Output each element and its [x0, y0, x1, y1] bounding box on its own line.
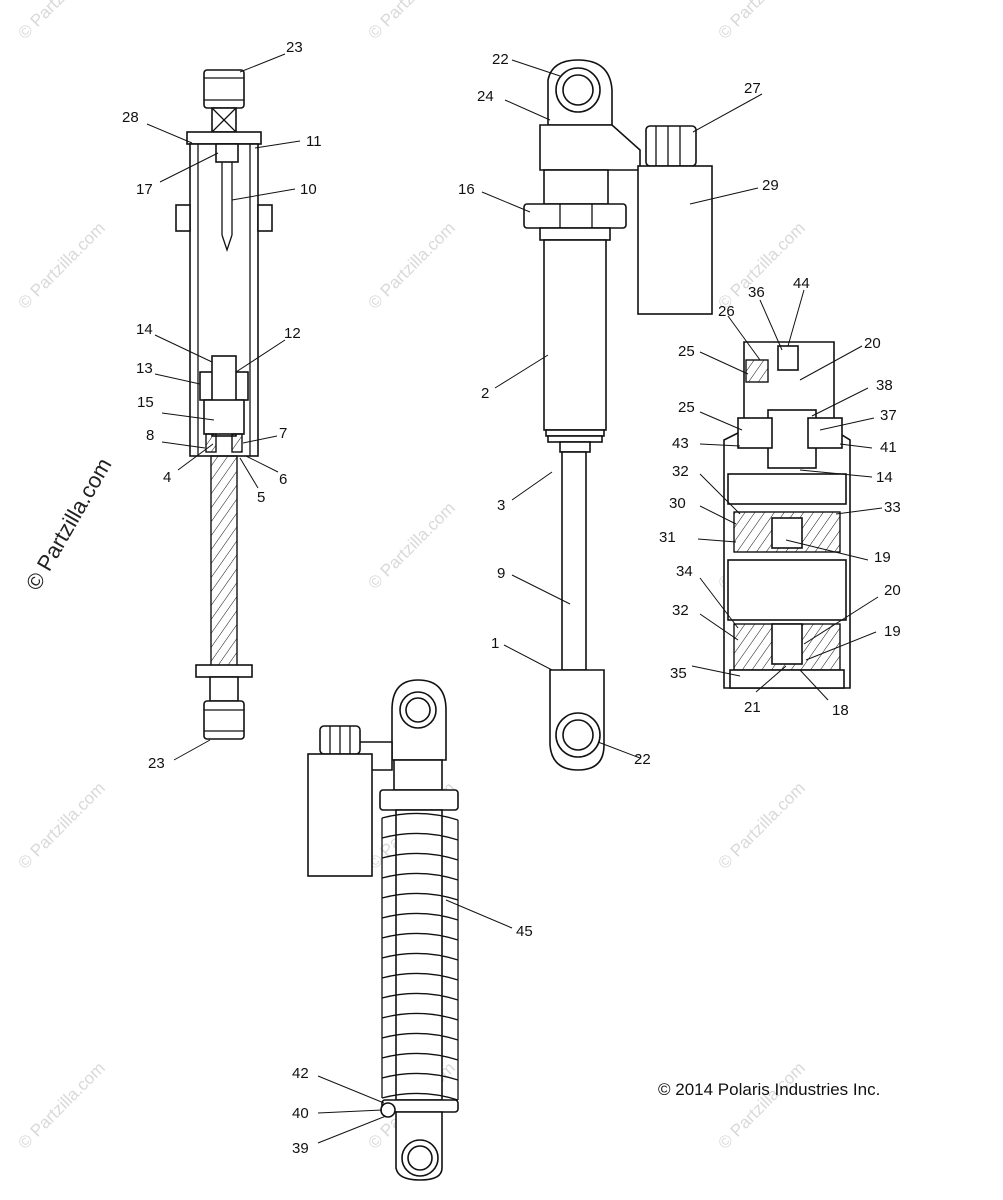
callout-label: 7 [279, 425, 287, 442]
callout-label: 33 [884, 499, 901, 516]
callout-label: 30 [669, 495, 686, 512]
callout-label: 6 [279, 471, 287, 488]
callout-label: 35 [670, 665, 687, 682]
watermark: © Partzilla.com [14, 218, 108, 312]
leader-lines [146, 53, 883, 1144]
callout-label: 22 [634, 751, 651, 768]
callout-label: 37 [880, 407, 897, 424]
callout-label: 36 [748, 284, 765, 301]
callout-label: 14 [876, 469, 893, 486]
callout-label: 5 [257, 489, 265, 506]
callout-label: 19 [874, 549, 891, 566]
callout-label: 45 [516, 923, 533, 940]
middle-shock [523, 59, 713, 771]
callout-label: 23 [148, 755, 165, 772]
callout-label: 44 [793, 275, 810, 292]
callout-label: 10 [300, 181, 317, 198]
callout-label: 2 [481, 385, 489, 402]
callout-label: 12 [284, 325, 301, 342]
callout-label: 24 [477, 88, 494, 105]
callout-label: 39 [292, 1140, 309, 1157]
callout-label: 43 [672, 435, 689, 452]
callout-label: 20 [884, 582, 901, 599]
watermark: © Partzilla.com [714, 778, 808, 872]
watermark: © Partzilla.com [364, 0, 458, 43]
callout-label: 17 [136, 181, 153, 198]
callout-label: 9 [497, 565, 505, 582]
callout-label: 23 [286, 39, 303, 56]
watermark: © Partzilla.com [364, 218, 458, 312]
callout-label: 16 [458, 181, 475, 198]
callout-label: 1 [491, 635, 499, 652]
reservoir-section [723, 341, 851, 689]
callout-label: 25 [678, 399, 695, 416]
callout-label: 15 [137, 394, 154, 411]
callout-label: 20 [864, 335, 881, 352]
left-shock-section [175, 69, 273, 740]
callout-label: 31 [659, 529, 676, 546]
coilover-shock [307, 679, 459, 1181]
callout-label: 13 [136, 360, 153, 377]
callout-label: 32 [672, 463, 689, 480]
callout-label: 14 [136, 321, 153, 338]
callout-label: 29 [762, 177, 779, 194]
callout-labels: 23 28 11 17 10 14 12 13 15 8 7 4 5 6 23 … [122, 39, 901, 1157]
callout-label: 28 [122, 109, 139, 126]
callout-label: 32 [672, 602, 689, 619]
callout-label: 3 [497, 497, 505, 514]
callout-label: 18 [832, 702, 849, 719]
callout-label: 27 [744, 80, 761, 97]
callout-label: 19 [884, 623, 901, 640]
callout-label: 21 [744, 699, 761, 716]
watermark: © Partzilla.com [14, 1058, 108, 1152]
callout-label: 25 [678, 343, 695, 360]
callout-label: 41 [880, 439, 897, 456]
callout-label: 8 [146, 427, 154, 444]
watermark: © Partzilla.com [714, 0, 808, 43]
callout-label: 26 [718, 303, 735, 320]
callout-label: 40 [292, 1105, 309, 1122]
callout-label: 34 [676, 563, 693, 580]
callout-label: 22 [492, 51, 509, 68]
watermark-main: © Partzilla.com [21, 454, 117, 595]
watermark: © Partzilla.com [14, 778, 108, 872]
watermark: © Partzilla.com [14, 0, 108, 43]
callout-label: 4 [163, 469, 171, 486]
watermark: © Partzilla.com [714, 1058, 808, 1152]
watermark: © Partzilla.com [364, 498, 458, 592]
callout-label: 42 [292, 1065, 309, 1082]
callout-label: 38 [876, 377, 893, 394]
copyright-text: © 2014 Polaris Industries Inc. [658, 1080, 880, 1099]
callout-label: 11 [306, 133, 322, 150]
